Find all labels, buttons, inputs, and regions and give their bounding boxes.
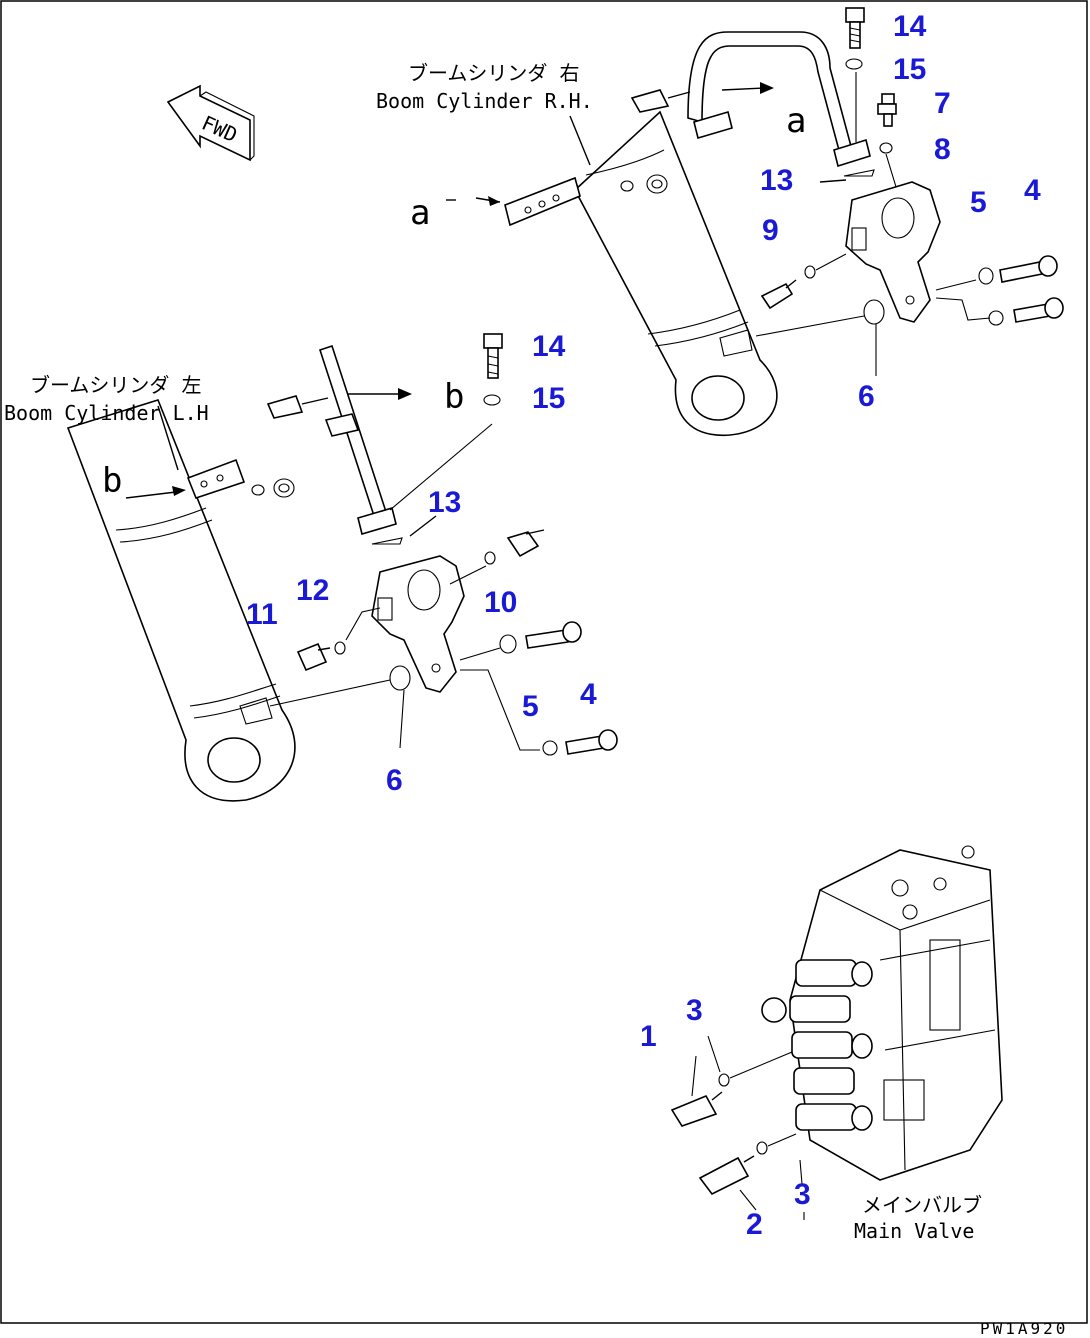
leader-boom-rh bbox=[569, 115, 591, 166]
view-b-label-left: b bbox=[102, 461, 122, 501]
safety-valve-rh bbox=[845, 181, 941, 323]
callout-lh-5: 5 bbox=[522, 690, 539, 723]
callout-lh-10: 10 bbox=[484, 586, 517, 619]
callout-lh-14: 14 bbox=[532, 330, 566, 363]
oring-9-rh bbox=[804, 265, 816, 279]
washer-15-lh bbox=[483, 394, 501, 406]
drawing-code: PW1A920 bbox=[980, 1319, 1068, 1338]
callout-valve-1: 1 bbox=[640, 1020, 657, 1053]
oring-10 bbox=[484, 551, 496, 565]
oring-3-lower bbox=[756, 1141, 768, 1155]
bolt-4-lh-lower bbox=[542, 729, 618, 756]
callout-valve-3-lower: 3 bbox=[794, 1178, 811, 1211]
callout-rh-6: 6 bbox=[858, 380, 875, 413]
view-b-label-right: b bbox=[444, 377, 464, 417]
callout-lh-13: 13 bbox=[428, 486, 461, 519]
boom-cylinder-rh bbox=[504, 110, 778, 436]
oring-8 bbox=[879, 142, 893, 154]
bolt-4-rh-lower bbox=[988, 297, 1064, 326]
plate-6-lh bbox=[389, 665, 411, 691]
valve-spools bbox=[761, 959, 873, 1131]
callout-lh-11: 11 bbox=[246, 598, 278, 631]
callout-lh-6: 6 bbox=[386, 764, 403, 797]
callout-valve-3-upper: 3 bbox=[686, 994, 703, 1027]
boom-lh-jp-label: ブームシリンダ 左 bbox=[30, 373, 201, 397]
boom-rh-en-label: Boom Cylinder R.H. bbox=[376, 89, 593, 113]
callout-rh-14: 14 bbox=[893, 10, 927, 43]
callout-lh-15: 15 bbox=[532, 382, 565, 415]
fitting-7 bbox=[877, 93, 897, 127]
boom-lh-en-label: Boom Cylinder L.H bbox=[4, 401, 209, 425]
callout-rh-13: 13 bbox=[760, 164, 793, 197]
callout-rh-15: 15 bbox=[893, 53, 926, 86]
bolt-4-lh-upper bbox=[499, 621, 582, 654]
callout-lh-12: 12 bbox=[296, 574, 329, 607]
washer-15-rh bbox=[845, 58, 863, 70]
gasket-13-lh bbox=[371, 537, 403, 545]
gasket-13-rh bbox=[843, 169, 875, 177]
main-valve-jp-label: メインバルブ bbox=[862, 1193, 982, 1217]
boom-rh-jp-label: ブームシリンダ 右 bbox=[408, 61, 579, 85]
elbow-9-rh bbox=[760, 279, 797, 310]
elbow-11 bbox=[296, 642, 331, 672]
bolt-4-rh-upper bbox=[978, 255, 1058, 285]
pressure-switch-2 bbox=[698, 1155, 755, 1196]
boom-cylinder-lh bbox=[66, 399, 296, 802]
oring-12 bbox=[334, 641, 346, 655]
callout-valve-2: 2 bbox=[746, 1208, 763, 1241]
leader-boom-lh bbox=[157, 405, 179, 471]
main-valve bbox=[761, 845, 1003, 1181]
view-a-label-right: a bbox=[786, 101, 806, 141]
callout-rh-5: 5 bbox=[970, 186, 987, 219]
bolt-14-lh bbox=[483, 333, 503, 379]
bolt-14-rh bbox=[845, 7, 865, 49]
fwd-arrow-icon: FWD bbox=[166, 84, 255, 162]
oring-3-upper bbox=[718, 1073, 730, 1087]
elbow-10 bbox=[506, 529, 545, 558]
pipe-rh bbox=[630, 31, 871, 168]
callout-rh-4: 4 bbox=[1024, 174, 1041, 207]
callout-lh-4: 4 bbox=[580, 678, 597, 711]
view-a-label-left: a bbox=[410, 193, 430, 233]
main-valve-en-label: Main Valve bbox=[854, 1219, 974, 1243]
safety-valve-lh bbox=[371, 555, 465, 693]
callout-rh-7: 7 bbox=[934, 87, 951, 120]
pipe-lh bbox=[266, 344, 397, 536]
plate-6-rh bbox=[863, 299, 885, 325]
callout-rh-8: 8 bbox=[934, 133, 951, 166]
pressure-switch-1 bbox=[670, 1091, 723, 1127]
callout-rh-9: 9 bbox=[762, 214, 779, 247]
